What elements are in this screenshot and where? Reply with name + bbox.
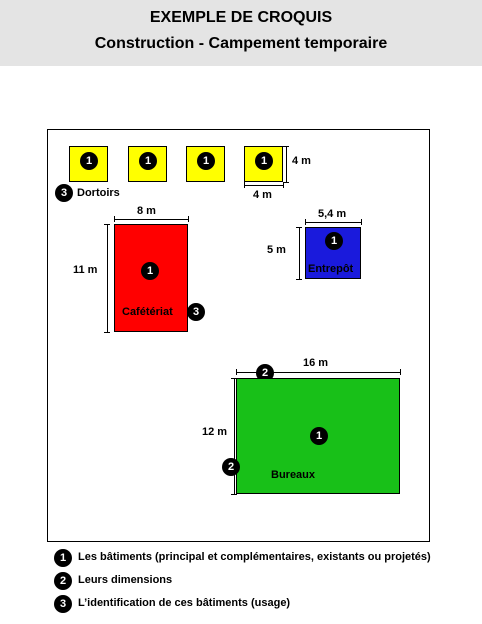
dimension-tick <box>305 219 306 225</box>
dimension-tick <box>283 182 289 183</box>
bureaux-width-label: 16 m <box>303 357 329 369</box>
marker-dimension: 2 <box>222 458 240 476</box>
marker-building: 1 <box>325 232 343 250</box>
cafeteria-label: Cafétériat <box>122 306 173 318</box>
dimension-line <box>299 227 300 279</box>
dimension-line <box>305 222 361 223</box>
dimension-line <box>244 185 283 186</box>
dortoir-width-label: 4 m <box>253 189 272 201</box>
marker-building: 1 <box>310 427 328 445</box>
legend-marker: 1 <box>54 549 72 567</box>
bureaux-label: Bureaux <box>271 469 316 481</box>
cafeteria-width-label: 8 m <box>137 205 156 217</box>
dimension-line <box>286 146 287 182</box>
page-subtitle: Construction - Campement temporaire <box>94 35 388 52</box>
legend-text: Les bâtiments (principal et complémentai… <box>78 551 431 563</box>
dimension-line <box>114 219 188 220</box>
legend-marker: 3 <box>54 595 72 613</box>
dimension-tick <box>231 494 237 495</box>
dimension-tick <box>104 332 110 333</box>
marker-building: 1 <box>255 152 273 170</box>
marker-building: 1 <box>139 152 157 170</box>
dimension-tick <box>296 279 302 280</box>
dimension-line <box>107 224 108 332</box>
dimension-line <box>234 378 235 494</box>
dimension-tick <box>114 216 115 222</box>
entrepot-height-label: 5 m <box>267 244 286 256</box>
dimension-tick <box>244 182 245 188</box>
cafeteria-height-label: 11 m <box>73 264 98 276</box>
dimension-tick <box>283 182 284 188</box>
legend-marker: 2 <box>54 572 72 590</box>
page-title: EXEMPLE DE CROQUIS <box>149 9 333 26</box>
marker-dimension: 2 <box>256 364 274 382</box>
marker-identification: 3 <box>187 303 205 321</box>
marker-building: 1 <box>80 152 98 170</box>
dimension-tick <box>236 369 237 375</box>
dimension-tick <box>188 216 189 222</box>
site-plan-frame <box>47 129 430 542</box>
entrepot-label: Entrepôt <box>308 263 354 275</box>
bureaux-height-label: 12 m <box>202 426 228 438</box>
dimension-tick <box>400 369 401 375</box>
dimension-tick <box>361 219 362 225</box>
dimension-tick <box>283 146 289 147</box>
header-banner <box>0 0 482 66</box>
dimension-line <box>236 372 400 373</box>
legend-text: Leurs dimensions <box>78 574 173 586</box>
marker-building: 1 <box>141 262 159 280</box>
marker-building: 1 <box>197 152 215 170</box>
dimension-tick <box>296 227 302 228</box>
entrepot-width-label: 5,4 m <box>318 208 347 220</box>
legend-text: L’identification de ces bâtiments (usage… <box>78 597 291 609</box>
marker-identification: 3 <box>55 184 73 202</box>
dortoir-height-label: 4 m <box>292 155 311 167</box>
dimension-tick <box>104 224 110 225</box>
dimension-tick <box>231 378 237 379</box>
dortoirs-label: Dortoirs <box>77 187 120 199</box>
